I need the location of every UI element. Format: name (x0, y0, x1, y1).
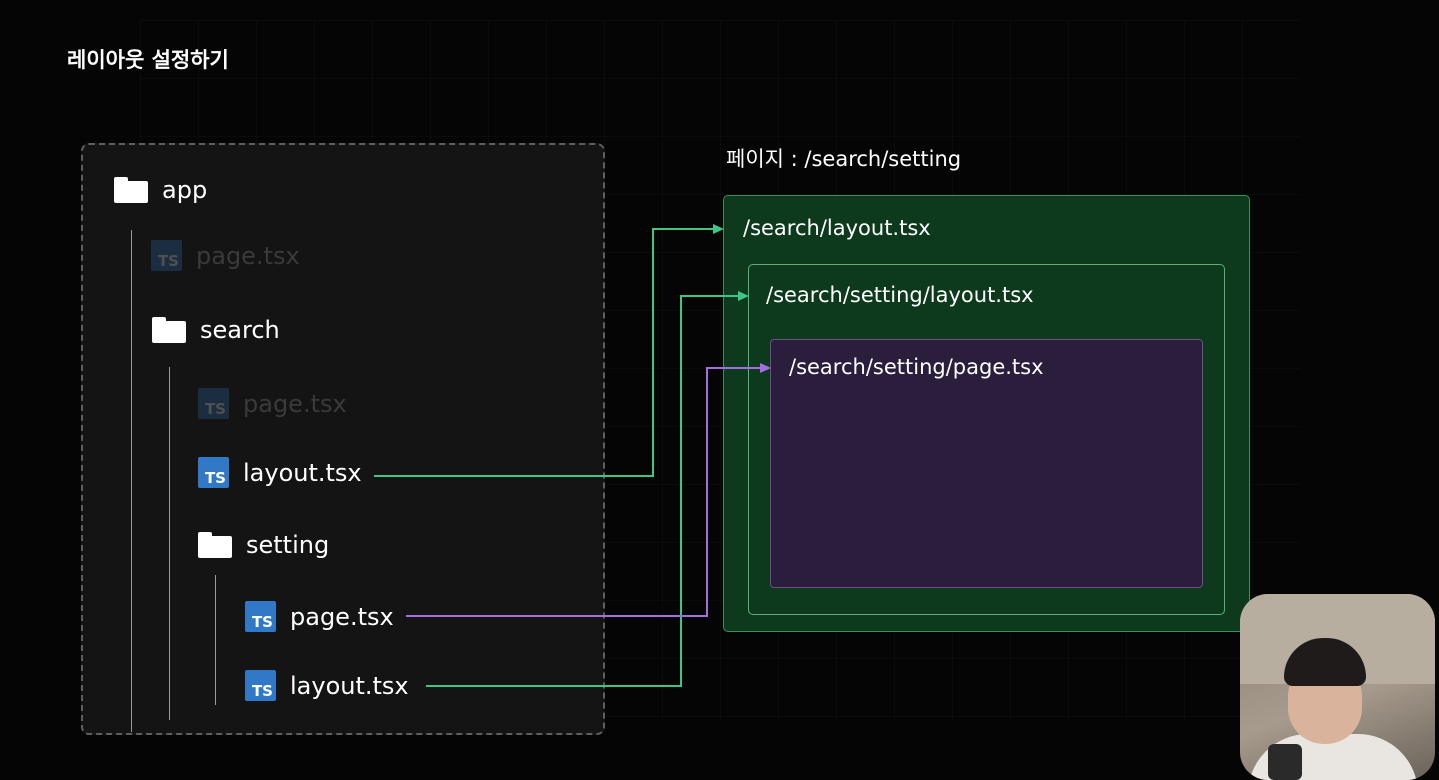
tree-item-label: setting (246, 531, 330, 559)
tree-guide-search (169, 367, 170, 720)
tree-item-search-layout[interactable]: TS layout.tsx (198, 457, 362, 488)
tree-item-label: search (200, 316, 280, 344)
connector-setting-page (406, 363, 771, 617)
typescript-file-icon: TS (198, 388, 229, 419)
setting-page-box-label: /search/setting/page.tsx (789, 355, 1044, 379)
typescript-file-icon: TS (151, 240, 182, 271)
page-title: 레이아웃 설정하기 (67, 48, 229, 72)
tree-item-label: page.tsx (243, 389, 347, 418)
file-tree-panel (81, 143, 605, 735)
search-layout-box-label: /search/layout.tsx (743, 216, 931, 240)
typescript-file-icon: TS (245, 670, 276, 701)
tree-guide-app (131, 230, 132, 732)
tree-item-app[interactable]: app (114, 176, 207, 204)
folder-icon (152, 317, 186, 343)
tree-guide-setting (215, 575, 216, 705)
tree-item-search-page[interactable]: TS page.tsx (198, 388, 347, 419)
route-caption: 페이지 : /search/setting (726, 147, 962, 171)
tree-item-setting[interactable]: setting (198, 531, 329, 559)
setting-page-box (770, 339, 1203, 588)
tree-item-label: page.tsx (196, 241, 300, 270)
connector-setting-layout (426, 291, 749, 687)
connector-search-layout (374, 224, 724, 477)
tree-item-label: layout.tsx (243, 458, 362, 487)
tree-item-label: app (162, 176, 208, 204)
tree-item-setting-page[interactable]: TS page.tsx (245, 601, 394, 632)
presenter-webcam (1240, 594, 1435, 780)
typescript-file-icon: TS (245, 601, 276, 632)
tree-item-setting-layout[interactable]: TS layout.tsx (245, 670, 409, 701)
folder-icon (114, 177, 148, 203)
tree-item-label: page.tsx (290, 602, 394, 631)
setting-layout-box-label: /search/setting/layout.tsx (766, 283, 1034, 307)
tree-item-search[interactable]: search (152, 316, 280, 344)
tree-item-label: layout.tsx (290, 671, 409, 700)
folder-icon (198, 532, 232, 558)
typescript-file-icon: TS (198, 457, 229, 488)
tree-item-app-page[interactable]: TS page.tsx (151, 240, 300, 271)
